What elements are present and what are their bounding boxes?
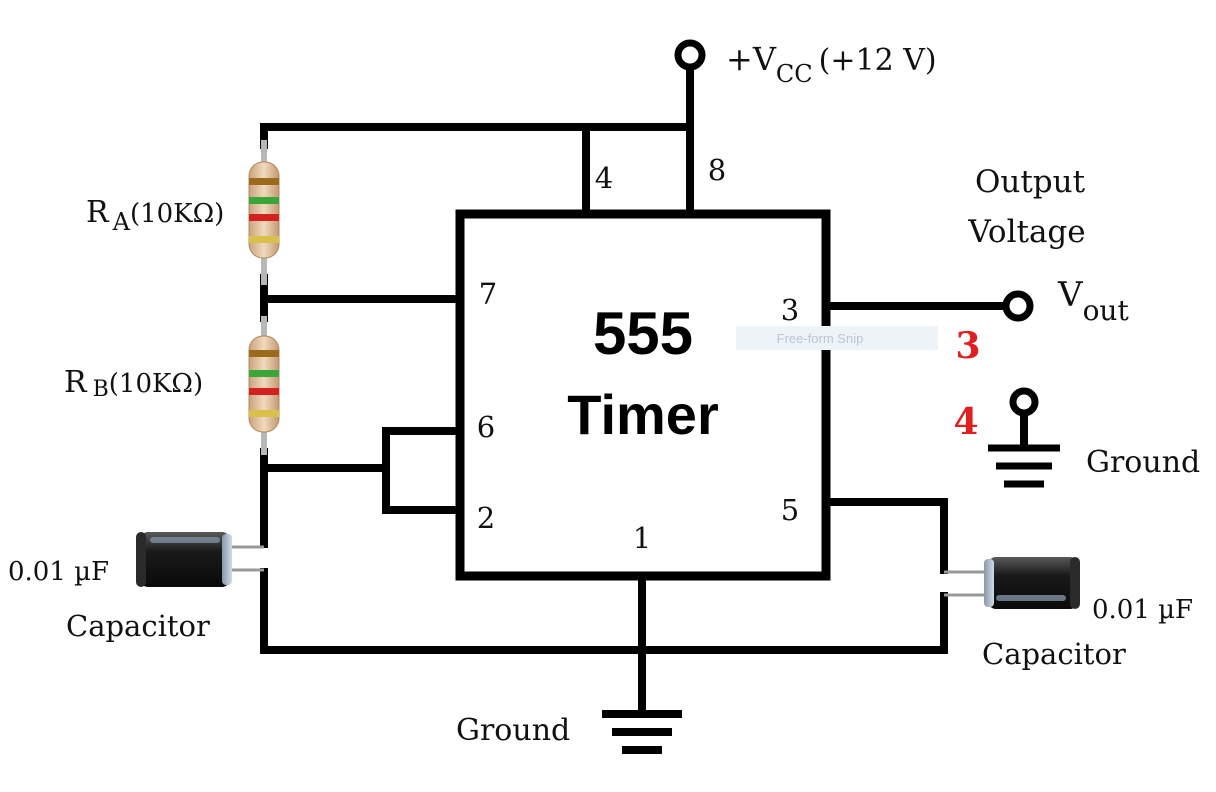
ground-bottom-label: Ground	[456, 713, 570, 748]
capacitor-right-value: 0.01 µF	[1092, 595, 1193, 625]
capacitor-left-value: 0.01 µF	[8, 557, 109, 587]
capacitor-left-label: Capacitor	[66, 609, 210, 643]
capacitor-right-label: Capacitor	[982, 637, 1126, 671]
capacitor-left	[136, 532, 264, 587]
vout-label: Vout	[1057, 275, 1129, 327]
watermark-box	[736, 326, 938, 350]
annotation-3: 3	[955, 325, 980, 367]
pin-3-label: 3	[781, 293, 799, 327]
pin-2-label: 2	[477, 501, 495, 535]
pin-7-label: 7	[479, 277, 497, 311]
ground-symbol-right	[988, 387, 1060, 488]
capacitor-right	[944, 557, 1080, 609]
pin-1-label: 1	[633, 521, 651, 555]
resistor-a	[248, 140, 280, 285]
vcc-terminal	[674, 39, 706, 71]
chip-number: 555	[593, 300, 693, 367]
ground-symbol-bottom	[602, 710, 682, 754]
output-label-line2: Voltage	[967, 214, 1085, 250]
watermark-text: Free-form Snip	[777, 331, 864, 346]
output-label-line1: Output	[975, 164, 1086, 200]
chip-name: Timer	[567, 383, 718, 446]
vout-terminal	[1002, 290, 1034, 322]
pin-8-label: 8	[708, 153, 726, 187]
pin-4-label: 4	[595, 161, 613, 195]
wires	[260, 64, 1012, 716]
timer-chip	[455, 209, 831, 581]
pin-5-label: 5	[781, 493, 799, 527]
ground-right-label: Ground	[1086, 445, 1200, 480]
annotation-4: 4	[953, 401, 978, 443]
pin-6-label: 6	[477, 410, 495, 444]
resistor-b	[248, 316, 280, 455]
vcc-label: +VCC(+12 V)	[726, 40, 937, 88]
